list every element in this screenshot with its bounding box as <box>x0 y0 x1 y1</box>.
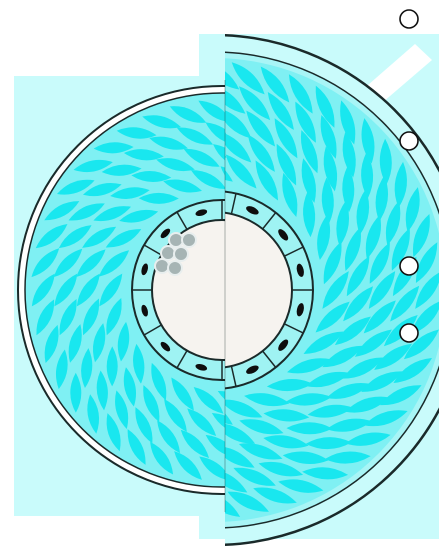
callout-marker-1[interactable] <box>400 10 418 28</box>
blood-cell <box>174 247 188 261</box>
blood-cell <box>155 259 169 273</box>
callout-marker-3[interactable] <box>400 257 418 275</box>
blood-cell <box>169 233 183 247</box>
blood-cell <box>182 233 196 247</box>
callout-marker-4[interactable] <box>400 324 418 342</box>
callout-marker-2[interactable] <box>400 132 418 150</box>
blood-cell <box>168 261 182 275</box>
blood-cell <box>161 246 175 260</box>
